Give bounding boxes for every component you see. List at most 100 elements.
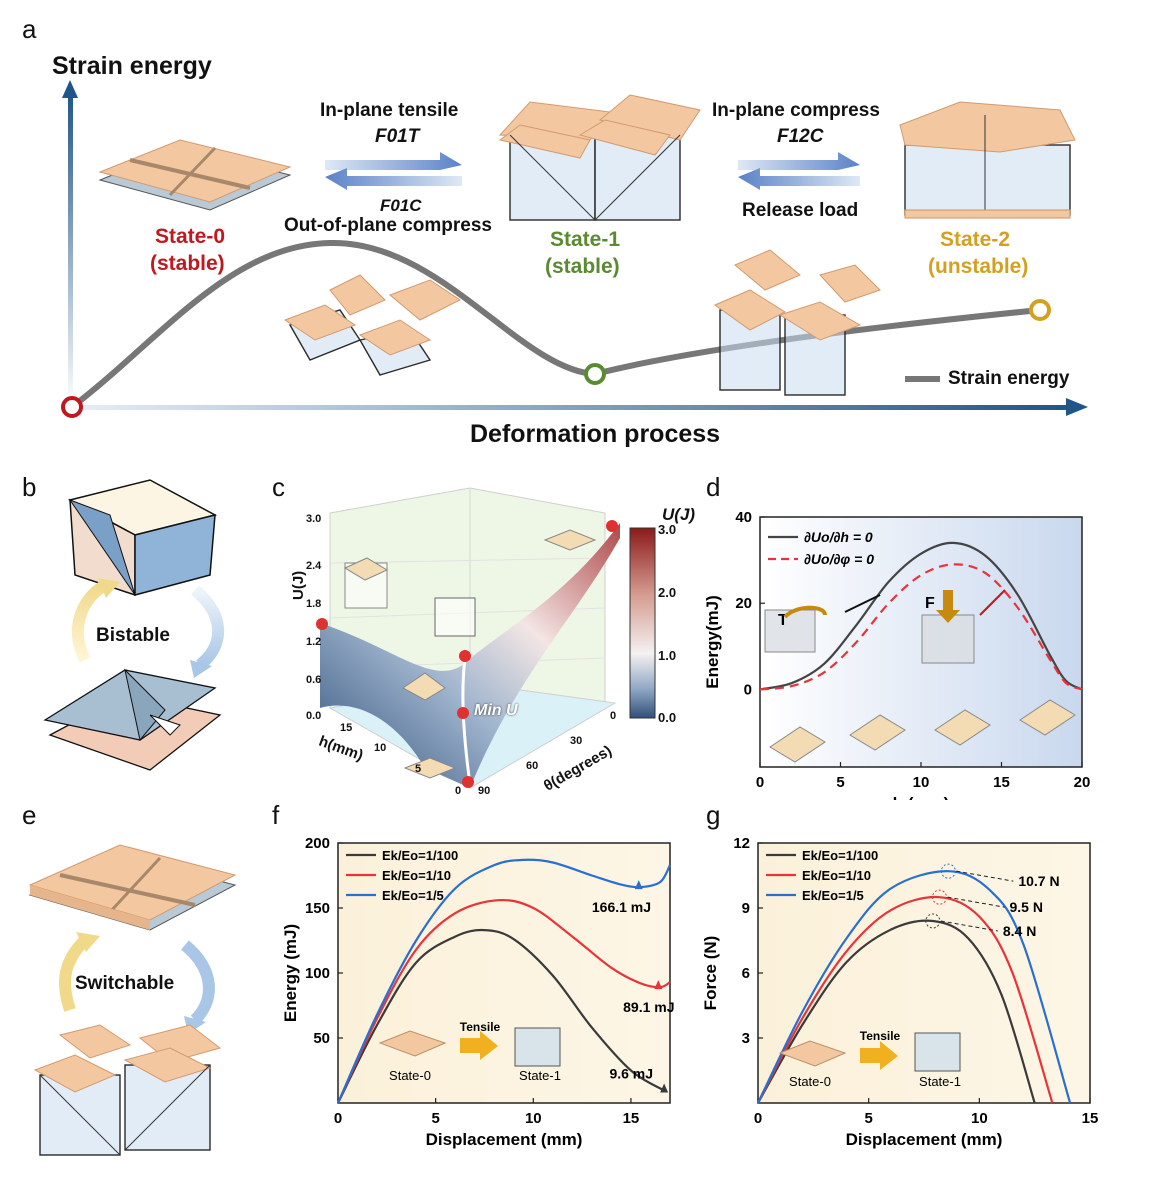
inset-label: State-1 xyxy=(519,1068,561,1083)
y-tick-label: 50 xyxy=(313,1030,330,1047)
state2-illustration xyxy=(899,101,1076,219)
series-line xyxy=(759,563,1083,691)
x-tick-label: 0 xyxy=(754,1110,762,1127)
state1-status: (stable) xyxy=(545,255,620,278)
colorbar-tick: 0.0 xyxy=(658,710,677,725)
state1-name: State-1 xyxy=(550,228,621,251)
point-marker-icon xyxy=(654,980,663,990)
surface-point xyxy=(457,707,469,719)
config-inset-icon xyxy=(769,726,826,763)
min-u-annotation: Min U xyxy=(474,702,518,719)
surface-point xyxy=(606,520,618,532)
theta-tick: 0 xyxy=(610,710,617,722)
legend-label: Ek/Eo=1/5 xyxy=(382,888,444,903)
series-line xyxy=(757,895,1054,1104)
intermediate-illustration-1 xyxy=(283,274,461,376)
state1-marker xyxy=(584,363,606,385)
arrow-compress2-icon xyxy=(738,152,860,170)
tensile-arrow-icon xyxy=(860,1041,898,1070)
torsion-label: T xyxy=(778,612,788,629)
cycle-arrow-up-icon xyxy=(71,579,109,663)
panel-b xyxy=(43,479,225,771)
h-tick: 5 xyxy=(415,763,422,775)
colorbar-tick: 2.0 xyxy=(658,585,677,600)
panel-label-b: b xyxy=(22,472,37,502)
z-tick: 2.4 xyxy=(306,560,322,572)
state0-inset-icon xyxy=(778,1040,847,1067)
state1-inset-icon xyxy=(514,1027,561,1067)
x-tick-label: 15 xyxy=(623,1110,640,1127)
theta-tick: 90 xyxy=(478,785,491,797)
transition2-bottom-label: Release load xyxy=(742,200,859,221)
series-line xyxy=(337,928,665,1104)
y-axis xyxy=(68,92,73,408)
x-axis-label: Displacement (mm) xyxy=(426,1130,583,1149)
series-line xyxy=(757,919,1036,1104)
point-marker-icon xyxy=(634,880,643,890)
surface-point xyxy=(316,618,328,630)
y-axis-label: Energy (mJ) xyxy=(281,924,300,1022)
transition2-top-label: In-plane compress xyxy=(712,100,880,121)
y-axis-label: Force (N) xyxy=(701,936,720,1011)
transition1-top-force: F01T xyxy=(375,126,420,147)
colorbar-title: U(J) xyxy=(662,505,696,524)
x-tick-label: 0 xyxy=(756,774,764,791)
theta-tick: 60 xyxy=(526,760,539,772)
min-u-path xyxy=(461,657,472,785)
panel-label-e: e xyxy=(22,800,37,830)
chart-d: 0510152002040h (mm)Energy(mJ)∂Uo/∂h = 0∂… xyxy=(703,509,1090,800)
force-arrow-icon xyxy=(936,590,960,623)
x-axis xyxy=(72,405,1068,410)
z-tick: 3.0 xyxy=(306,513,322,525)
panel-e xyxy=(28,844,237,1156)
z-tick: 0.0 xyxy=(306,710,322,722)
pointer-arrow-icon xyxy=(979,589,1006,616)
arrow-tensile-icon xyxy=(325,152,462,170)
y-tick-label: 6 xyxy=(742,965,750,982)
legend-label: Ek/Eo=1/10 xyxy=(382,868,451,883)
transition1-top-label: In-plane tensile xyxy=(320,100,459,121)
peak-pointer-icon xyxy=(956,870,1014,882)
legend-label: Ek/Eo=1/5 xyxy=(802,888,864,903)
colorbar-tick: 1.0 xyxy=(658,648,677,663)
transition1-bottom-force: F01C xyxy=(380,196,422,215)
energy-surface xyxy=(320,523,620,788)
z-tick: 1.2 xyxy=(306,636,322,648)
inset-label: State-1 xyxy=(919,1074,961,1089)
state2-marker xyxy=(1029,299,1051,321)
pointer-arrow-icon xyxy=(844,594,881,613)
colorbar-tick: 3.0 xyxy=(658,522,677,537)
config-inset-icon xyxy=(1019,699,1076,736)
peak-label: 9.5 N xyxy=(1009,899,1042,915)
h-tick: 0 xyxy=(455,785,462,797)
point-label: 89.1 mJ xyxy=(623,999,674,1015)
point-label: 9.6 mJ xyxy=(609,1066,653,1082)
inset-label: Tensile xyxy=(460,1020,501,1034)
state0-inset-icon xyxy=(378,1030,447,1057)
panel-c xyxy=(316,487,656,789)
state0-name: State-0 xyxy=(155,225,226,248)
x-axis-arrowhead xyxy=(1066,398,1088,416)
transition1-bottom-label: Out-of-plane compress xyxy=(284,215,492,236)
point-marker-icon xyxy=(660,1083,669,1093)
panel-label-f: f xyxy=(272,800,280,830)
y-axis-label: Energy(mJ) xyxy=(703,595,722,689)
legend-label: Ek/Eo=1/100 xyxy=(802,848,878,863)
bistable-label: Bistable xyxy=(96,625,170,646)
peak-label: 10.7 N xyxy=(1018,873,1059,889)
config-inset-icon xyxy=(934,709,991,746)
panel-label-a: a xyxy=(22,14,37,44)
x-tick-label: 0 xyxy=(334,1110,342,1127)
state0-status: (stable) xyxy=(150,252,225,275)
y-tick-label: 20 xyxy=(735,595,752,612)
peak-pointer-icon xyxy=(940,920,998,932)
legend-label: ∂Uo/∂h = 0 xyxy=(804,529,873,545)
x-axis-label: h (mm) xyxy=(893,794,950,800)
cycle-arrow-up-icon xyxy=(59,935,90,1012)
plot-area xyxy=(337,842,671,1104)
panel-label-c: c xyxy=(272,472,285,502)
x-tick-label: 5 xyxy=(864,1110,872,1127)
state1-illustration xyxy=(498,94,701,221)
y-tick-label: 3 xyxy=(742,1030,750,1047)
y-tick-label: 200 xyxy=(305,835,330,852)
